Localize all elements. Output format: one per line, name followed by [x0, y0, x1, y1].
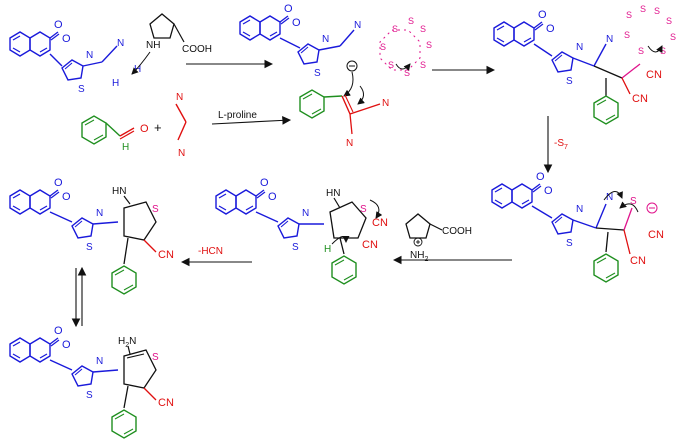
svg-text:S: S: [624, 30, 630, 40]
s8-ring-icon: S S S S S S S S: [379, 16, 432, 78]
svg-text:S: S: [314, 68, 321, 79]
polysulfide-adduct: O O N S N CN CN S S S S S S S S: [493, 4, 676, 125]
svg-text:CN: CN: [648, 229, 664, 241]
svg-text:O: O: [260, 177, 269, 189]
svg-text:S: S: [420, 60, 426, 70]
aminothiophene-product: O O N S H2N S CN: [9, 325, 174, 439]
amine-label: H2N: [118, 336, 136, 349]
svg-text:CN: CN: [646, 69, 662, 81]
svg-text:S: S: [86, 390, 93, 401]
reaction-arrow-knoevenagel: [211, 116, 292, 125]
svg-text:S: S: [408, 16, 414, 26]
svg-text:S: S: [86, 242, 93, 253]
svg-text:S: S: [630, 196, 637, 207]
svg-text:S: S: [640, 4, 646, 14]
svg-text:N: N: [176, 92, 183, 103]
svg-text:O: O: [62, 339, 71, 351]
svg-text:O: O: [546, 23, 555, 35]
svg-text:S: S: [420, 24, 426, 34]
minus-s7-label: -S7: [554, 138, 568, 151]
carbanion-intermediate: O O N S N: [239, 3, 361, 97]
thiolate-intermediate: O O N S N S CN CN: [491, 171, 664, 283]
svg-text:CN: CN: [362, 239, 378, 251]
minus-hcn-label: -HCN: [198, 246, 223, 257]
svg-text:O: O: [538, 9, 547, 21]
svg-text:O: O: [268, 191, 277, 203]
svg-text:COOH: COOH: [442, 226, 472, 237]
svg-text:CN: CN: [632, 93, 648, 105]
svg-text:O: O: [54, 19, 63, 31]
svg-text:S: S: [654, 6, 660, 16]
svg-text:O: O: [284, 3, 293, 15]
svg-text:N: N: [117, 38, 124, 49]
svg-text:N: N: [606, 192, 613, 203]
svg-text:N: N: [302, 208, 309, 219]
svg-text:O: O: [140, 123, 149, 135]
benzylidene-malononitrile: N N: [299, 85, 389, 149]
svg-text:S: S: [426, 40, 432, 50]
svg-text:O: O: [536, 171, 545, 183]
svg-text:O: O: [54, 325, 63, 337]
svg-text:N: N: [96, 208, 103, 219]
svg-text:CN: CN: [372, 217, 388, 229]
svg-text:S: S: [404, 68, 410, 78]
svg-text:S: S: [626, 10, 632, 20]
svg-text:N: N: [346, 138, 353, 149]
svg-text:N: N: [86, 50, 93, 61]
svg-text:S: S: [78, 84, 85, 95]
svg-text:CN: CN: [158, 249, 174, 261]
svg-text:HN: HN: [326, 188, 340, 199]
reactant-coumarin-thiazole: O O N S N H H: [9, 19, 141, 95]
cyclized-dihydrothiophene: O O N S HN S CN CN H: [215, 177, 388, 285]
svg-text:N: N: [382, 98, 389, 109]
proline-nh2-plus: NH2: [410, 250, 428, 263]
plus-sign: +: [154, 120, 162, 135]
svg-text:O: O: [544, 185, 553, 197]
svg-text:S: S: [380, 42, 386, 52]
svg-text:CN: CN: [630, 255, 646, 267]
svg-text:COOH: COOH: [182, 44, 212, 55]
malononitrile: N N: [175, 92, 187, 159]
svg-text:NH: NH: [146, 40, 160, 51]
svg-text:S: S: [566, 238, 573, 249]
l-proline-label: L-proline: [218, 110, 257, 121]
svg-text:N: N: [576, 42, 583, 53]
svg-text:S: S: [152, 352, 159, 363]
svg-text:S: S: [152, 204, 159, 215]
svg-text:O: O: [62, 191, 71, 203]
svg-text:N: N: [96, 356, 103, 367]
svg-text:S: S: [388, 60, 394, 70]
svg-text:S: S: [566, 76, 573, 87]
svg-text:S: S: [292, 242, 299, 253]
svg-text:S: S: [666, 16, 672, 26]
benzaldehyde: O H: [81, 115, 149, 153]
proline-mid: COOH NH2: [405, 213, 472, 263]
svg-text:H: H: [324, 244, 331, 255]
svg-text:S: S: [360, 204, 367, 215]
svg-text:S: S: [670, 32, 676, 42]
svg-text:H: H: [122, 142, 129, 153]
svg-text:HN: HN: [112, 186, 126, 197]
svg-text:N: N: [606, 34, 613, 45]
svg-text:N: N: [322, 34, 329, 45]
svg-text:H: H: [112, 78, 119, 89]
l-proline-catalyst: NH COOH: [131, 13, 212, 75]
svg-text:S: S: [392, 24, 398, 34]
svg-text:CN: CN: [158, 397, 174, 409]
svg-text:N: N: [354, 20, 361, 31]
svg-text:N: N: [576, 204, 583, 215]
svg-text:O: O: [54, 177, 63, 189]
equilibrium-arrow-icon: [71, 266, 87, 328]
svg-text:O: O: [292, 17, 301, 29]
imino-thiophene: O O N S HN S CN: [9, 177, 174, 295]
svg-text:N: N: [178, 148, 185, 159]
svg-text:O: O: [62, 33, 71, 45]
svg-text:S: S: [660, 46, 666, 56]
svg-text:S: S: [638, 46, 644, 56]
